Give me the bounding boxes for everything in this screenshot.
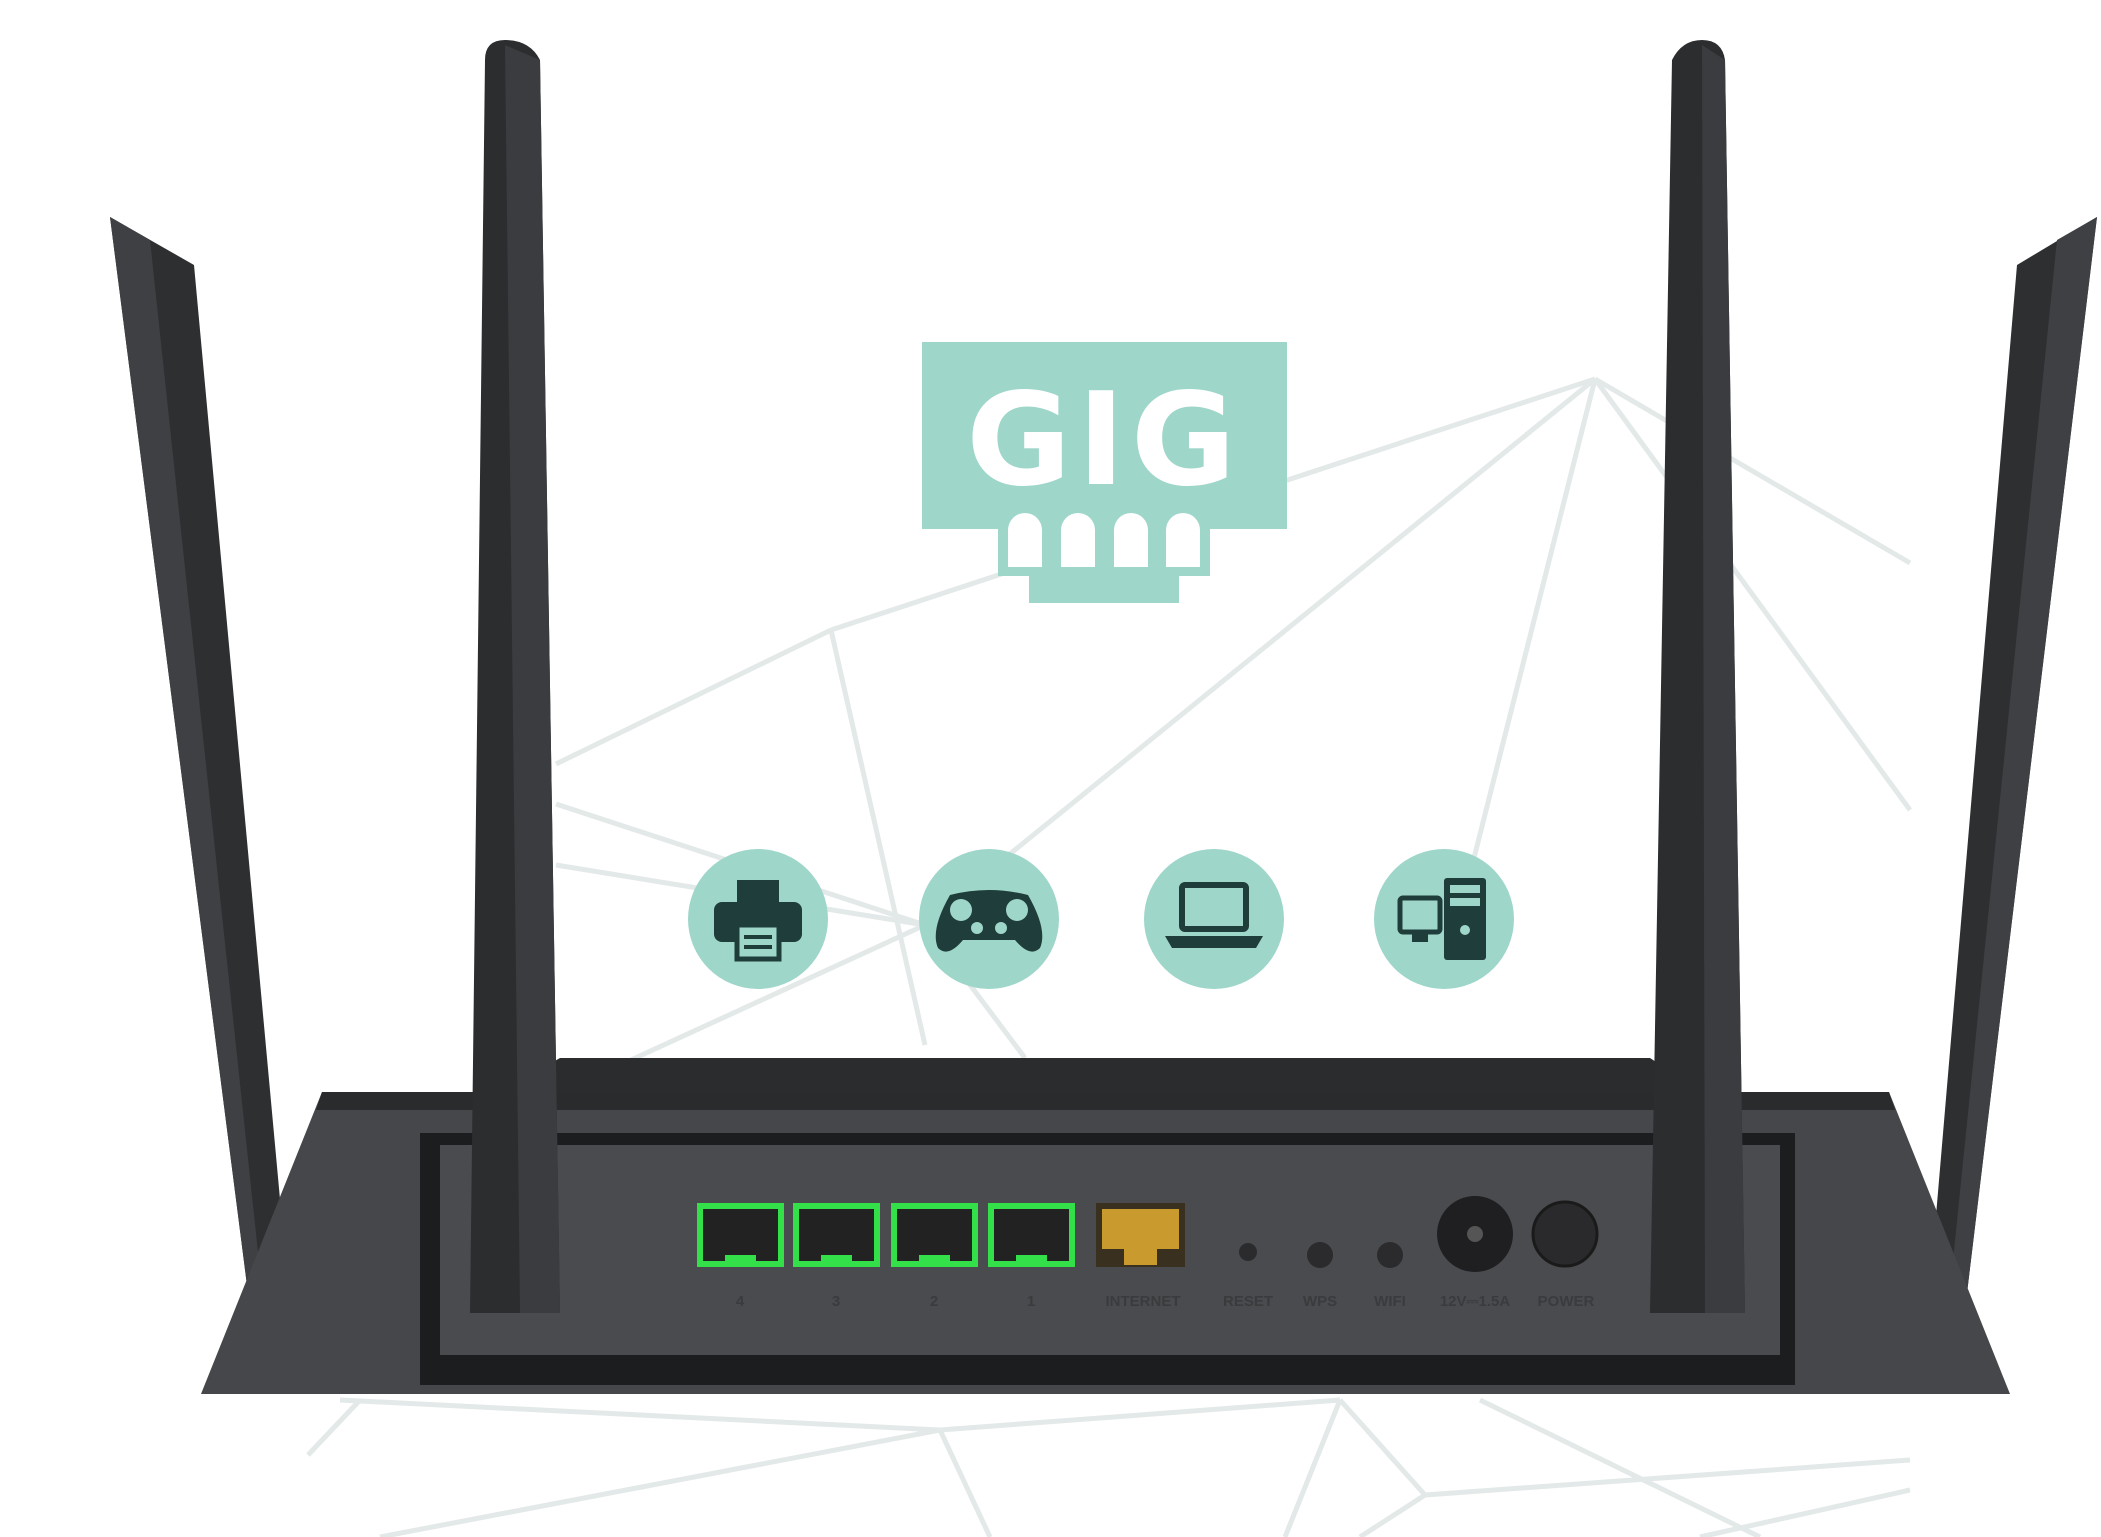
wifi-label: WIFI [1374,1293,1406,1310]
lan-port-1 [988,1203,1075,1267]
lan-port-4 [697,1203,784,1267]
desktop-computer-icon [1374,849,1514,989]
lan-4-label: 4 [736,1293,745,1310]
reset-label: RESET [1223,1293,1273,1310]
gig-logo-box [922,342,1287,529]
power-rating-label: 12V⎓1.5A [1440,1293,1511,1310]
device-icons [688,849,1514,989]
power-label: POWER [1538,1293,1595,1310]
background-network-lines [306,376,1913,1537]
internet-label: INTERNET [1106,1293,1181,1310]
lan-2-label: 2 [930,1293,938,1310]
antenna-outer-right [1930,217,2097,1293]
antenna-inner-left [470,40,560,1313]
power-button [1531,1200,1599,1268]
wifi-button [1377,1242,1403,1268]
wps-label: WPS [1303,1293,1337,1310]
port-labels: 4 3 2 1 INTERNET RESET WPS WIFI 12V⎓1.5A… [736,1293,1595,1310]
laptop-icon [1144,849,1284,989]
power-jack [1437,1196,1513,1272]
internet-port [1096,1203,1185,1267]
lan-ports [697,1203,1075,1267]
antenna-outer-left [110,217,288,1293]
gig-logo-contacts [1008,513,1200,567]
gamepad-icon [919,849,1059,989]
lan-port-2 [891,1203,978,1267]
gig-logo: GIG [922,342,1287,603]
wps-button [1307,1242,1333,1268]
lan-1-label: 1 [1027,1293,1035,1310]
reset-button [1239,1243,1257,1261]
lan-3-label: 3 [832,1293,840,1310]
antenna-inner-right [1650,40,1745,1313]
printer-icon [688,849,828,989]
lan-port-3 [793,1203,880,1267]
gig-logo-tab-bottom [1029,576,1179,603]
gig-logo-text: GIG [966,366,1242,515]
